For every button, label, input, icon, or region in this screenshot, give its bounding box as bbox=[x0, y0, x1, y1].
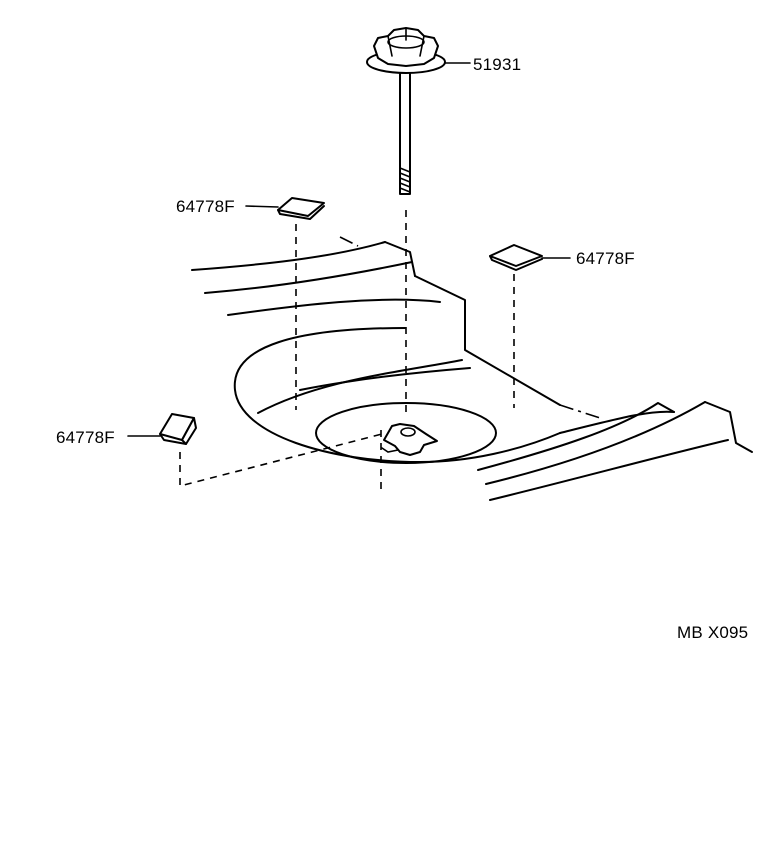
part-number-64778f-left: 64778F bbox=[56, 428, 115, 447]
spare-tire-recess bbox=[315, 402, 497, 464]
part-number-64778f-right: 64778F bbox=[576, 249, 635, 268]
plug-left bbox=[127, 413, 383, 488]
part-number-64778f-upper: 64778F bbox=[176, 197, 235, 216]
plug-upper-left bbox=[245, 197, 325, 410]
hold-down-bracket bbox=[381, 423, 438, 456]
plug-right bbox=[489, 244, 571, 408]
part-number-51931: 51931 bbox=[473, 55, 522, 74]
floor-pan bbox=[191, 236, 753, 501]
hold-down-clamp bbox=[366, 27, 471, 492]
leader-line bbox=[245, 205, 279, 208]
drawing-code: MB X095 bbox=[677, 623, 749, 642]
